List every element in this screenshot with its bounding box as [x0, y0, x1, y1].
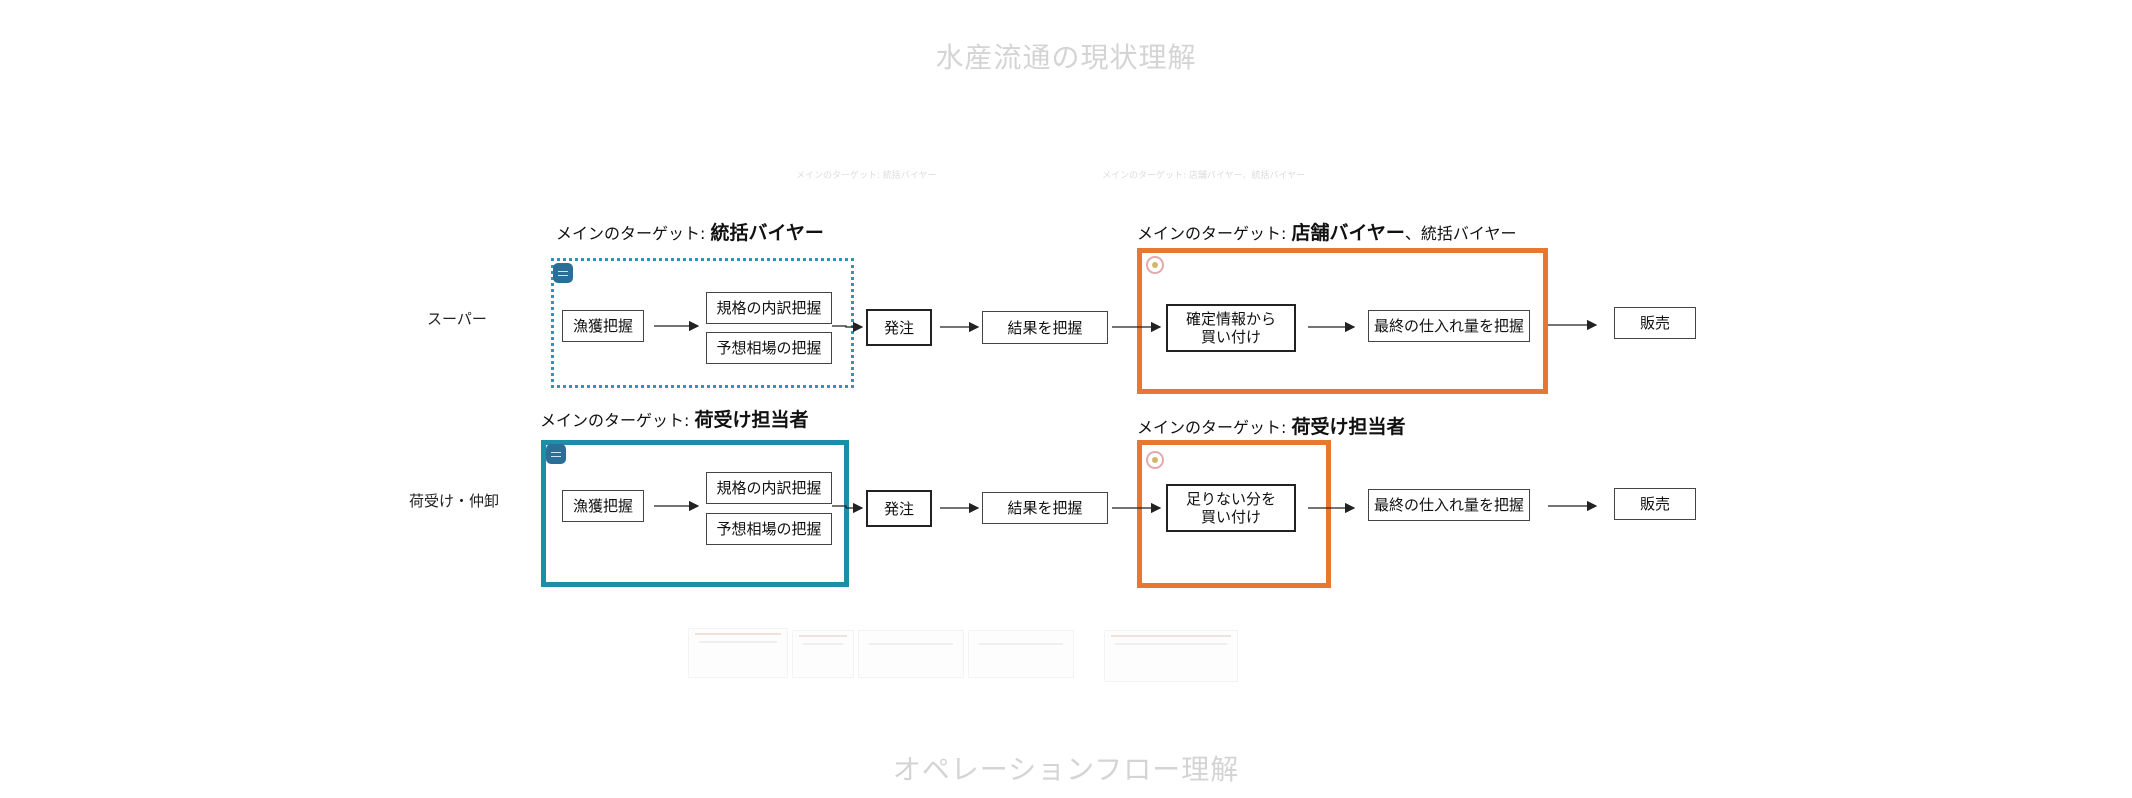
teal-group-frame-row2 [541, 440, 849, 587]
step-market-row1: 予想相場の把握 [706, 332, 832, 364]
step-buy-row1: 確定情報から 買い付け [1166, 304, 1296, 352]
faint-thumbnail [1104, 630, 1238, 682]
user-badge-icon [1146, 451, 1164, 469]
step-result-row1: 結果を把握 [982, 311, 1108, 344]
arrow-right-icon [832, 502, 864, 514]
faint-target-label-right: メインのターゲット: 店舗バイヤー、統括バイヤー [1102, 171, 1306, 181]
faint-thumbnail [858, 630, 964, 678]
step-catch-row1: 漁獲把握 [562, 310, 644, 342]
step-spec-row1: 規格の内訳把握 [706, 292, 832, 324]
step-sell-row2: 販売 [1614, 488, 1696, 520]
page-title-top: 水産流通の現状理解 [935, 41, 1197, 74]
orange-group-frame-row2 [1137, 440, 1331, 588]
orange-group-frame-row1 [1137, 248, 1548, 394]
step-catch-row2: 漁獲把握 [562, 490, 644, 522]
step-result-row2: 結果を把握 [982, 492, 1108, 524]
target-label-row2-right: メインのターゲット: 荷受け担当者 [1137, 416, 1406, 438]
row-label-super: スーパー [427, 310, 487, 328]
step-order-row1: 発注 [866, 309, 932, 346]
app-badge-icon [553, 263, 573, 283]
step-market-row2: 予想相場の把握 [706, 513, 832, 545]
step-buy-row2: 足りない分を 買い付け [1166, 484, 1296, 532]
arrow-right-icon [832, 321, 864, 333]
faint-thumbnail [688, 628, 788, 678]
dotted-group-frame-row1 [551, 258, 854, 388]
target-label-row2-left: メインのターゲット: 荷受け担当者 [540, 409, 809, 431]
user-badge-icon [1146, 256, 1164, 274]
app-badge-icon [546, 444, 566, 464]
step-sell-row1: 販売 [1614, 307, 1696, 339]
step-final-row1: 最終の仕入れ量を把握 [1368, 310, 1530, 342]
row-label-receiving: 荷受け・仲卸 [409, 492, 500, 510]
step-final-row2: 最終の仕入れ量を把握 [1368, 489, 1530, 521]
target-label-row1-right: メインのターゲット: 店舗バイヤー、統括バイヤー [1137, 222, 1517, 244]
step-order-row2: 発注 [866, 490, 932, 527]
step-spec-row2: 規格の内訳把握 [706, 472, 832, 504]
faint-target-label-left: メインのターゲット: 統括バイヤー [796, 171, 937, 181]
page-title-bottom: オペレーションフロー理解 [892, 753, 1240, 786]
faint-thumbnail [968, 630, 1074, 678]
faint-thumbnail [792, 630, 854, 678]
target-label-row1-left: メインのターゲット: 統括バイヤー [556, 222, 824, 244]
